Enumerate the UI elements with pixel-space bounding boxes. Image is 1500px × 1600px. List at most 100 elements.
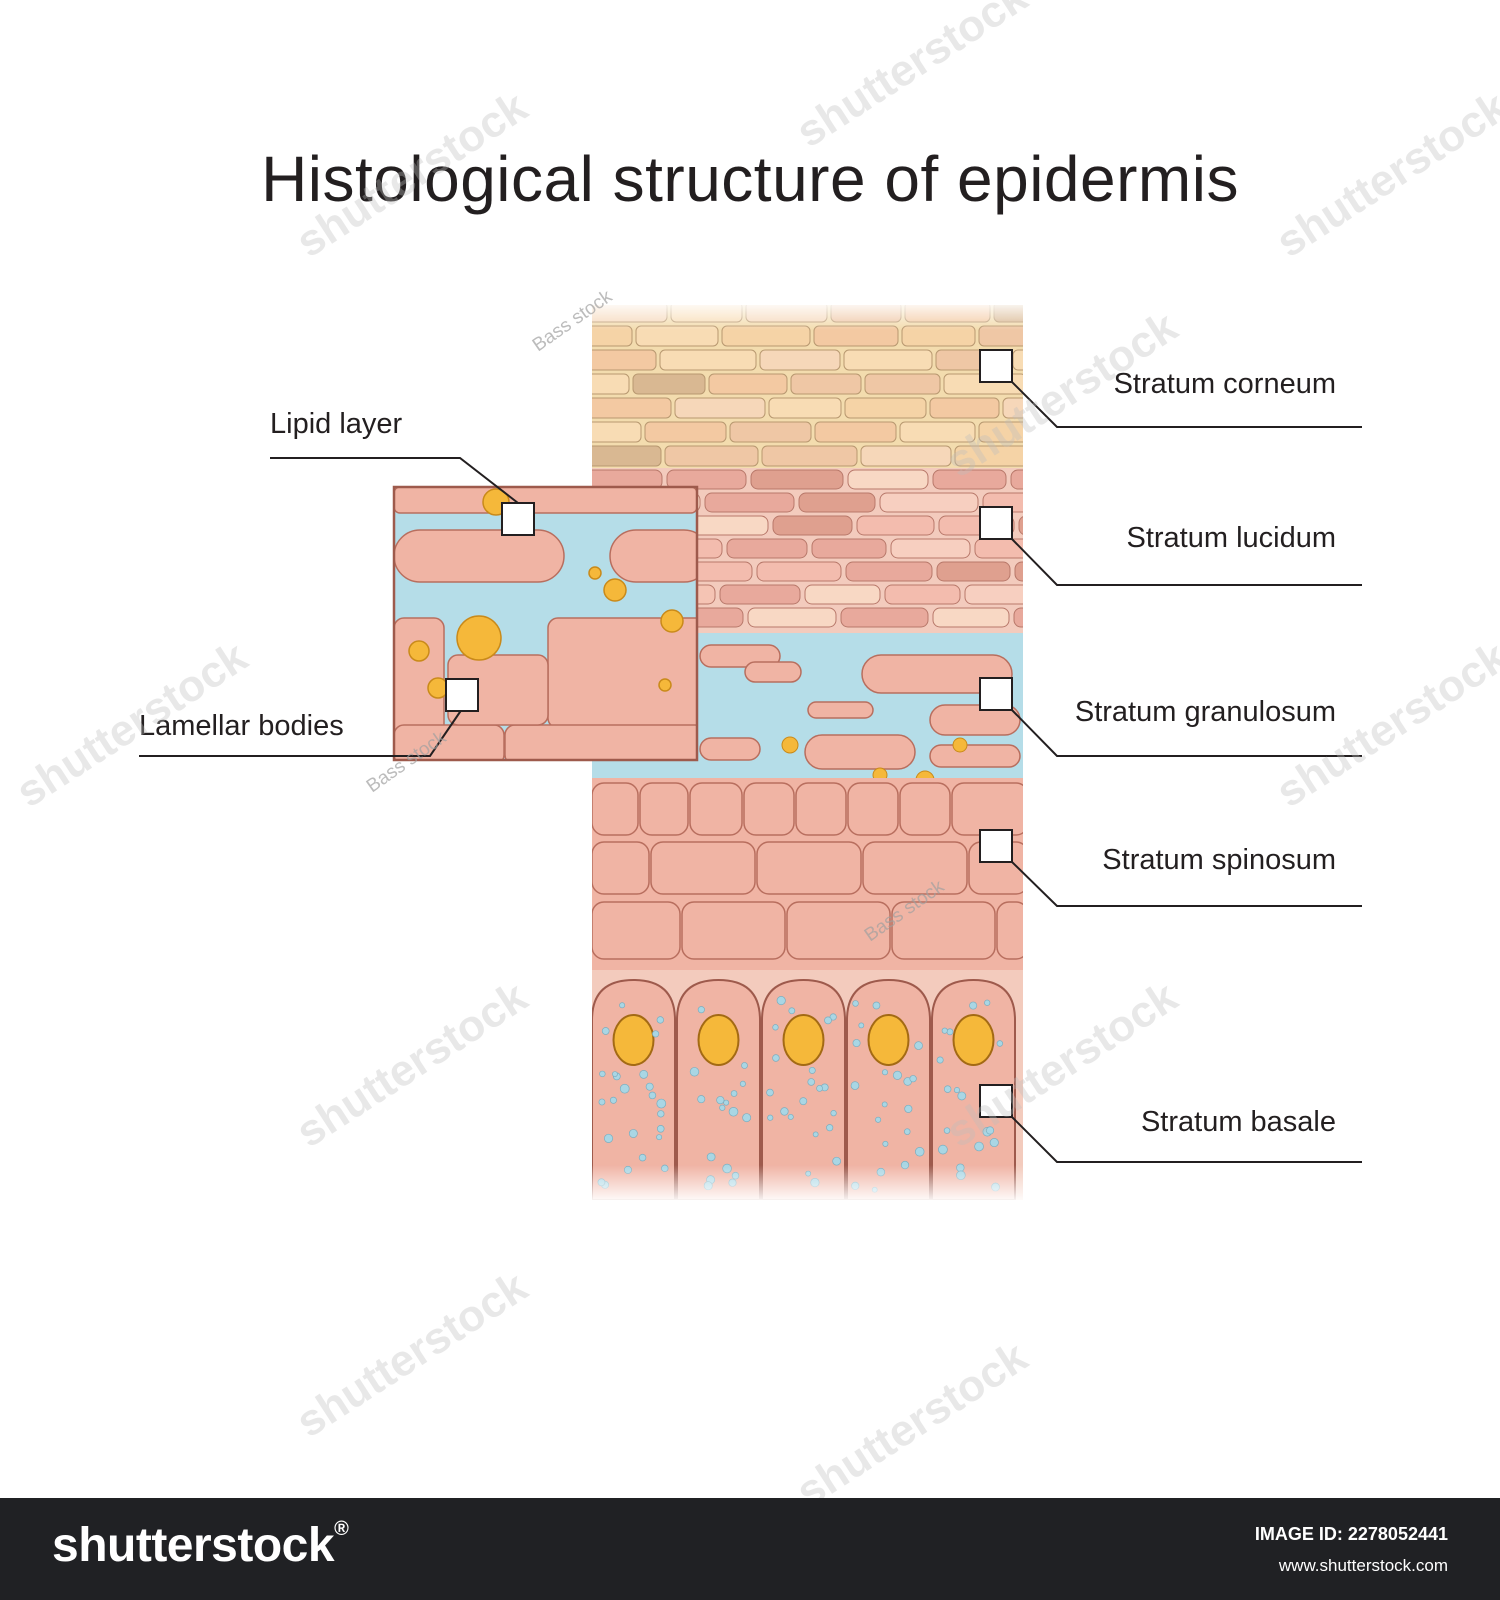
leader-line — [139, 708, 463, 757]
corneum-cell — [659, 349, 757, 371]
basale-granule — [612, 1071, 618, 1078]
lucidum-cell — [936, 561, 1011, 582]
label-stratum-corneum: Stratum corneum — [1113, 368, 1336, 400]
basale-granule — [697, 1095, 706, 1104]
label-marker-square — [501, 502, 535, 536]
corneum-cell — [592, 373, 630, 395]
basale-granule — [728, 1106, 739, 1117]
basale-granule — [799, 1097, 808, 1106]
basale-granule — [598, 1098, 606, 1106]
basale-granule — [875, 1116, 882, 1123]
lucidum-cell — [964, 584, 1023, 605]
lucidum-cell — [798, 492, 876, 513]
lamellar-granule — [952, 737, 968, 753]
basale-granule — [915, 1147, 925, 1157]
basale-granule — [730, 1090, 738, 1097]
label-marker-square — [979, 677, 1013, 711]
granulosum-cell — [807, 701, 874, 719]
basale-cells — [592, 978, 1016, 1200]
lucidum-cell — [811, 538, 887, 559]
spinosum-cell — [795, 782, 847, 836]
basale-granule — [938, 1144, 948, 1155]
spinosum-cell — [743, 782, 795, 836]
lucidum-cell — [884, 584, 961, 605]
basale-granule — [780, 1107, 789, 1116]
basale-granule — [943, 1127, 951, 1134]
basale-granule — [599, 1070, 606, 1078]
label-marker-square — [979, 829, 1013, 863]
corneum-cell — [790, 373, 862, 395]
basale-granule — [892, 1070, 902, 1080]
spinosum-cell — [756, 841, 862, 895]
basale-granule — [808, 1066, 816, 1074]
granulosum-cell — [804, 734, 916, 770]
corneum-cell — [814, 421, 897, 443]
spinosum-cell — [592, 841, 650, 895]
inset-cell — [394, 529, 565, 583]
granulosum-cell — [929, 744, 1021, 768]
lucidum-cell — [719, 584, 801, 605]
corneum-cell — [844, 397, 927, 419]
basale-granule — [716, 1096, 725, 1105]
basale-granule — [619, 1083, 630, 1094]
corneum-cell — [954, 445, 1023, 467]
inset-cell — [504, 724, 697, 760]
inset-lamellar-body — [660, 609, 684, 633]
spinosum-cell — [786, 901, 891, 960]
inset-lamellar-body — [603, 578, 627, 602]
basale-nucleus — [952, 1014, 995, 1066]
basale-granule — [652, 1030, 660, 1038]
spinosum-cell — [891, 901, 996, 960]
granulosum-cell — [744, 661, 802, 683]
leader-line — [1009, 707, 1362, 757]
basale-granule — [787, 1113, 794, 1120]
footer-site: www.shutterstock.com — [1278, 1556, 1448, 1575]
corneum-cell — [1002, 397, 1023, 419]
basale-granule — [881, 1069, 889, 1076]
basale-granule — [639, 1070, 649, 1079]
label-marker-square — [979, 1084, 1013, 1118]
basale-granule — [953, 1087, 961, 1094]
spinosum-cell — [592, 782, 639, 836]
basale-nucleus — [697, 1014, 740, 1066]
basale-granule — [706, 1152, 716, 1162]
inset-frame — [392, 485, 699, 762]
spinosum-cells — [592, 782, 1023, 960]
corneum-cell — [592, 349, 657, 371]
basale-granule — [829, 1013, 837, 1021]
footer-brand: shutterstock® — [52, 1518, 349, 1572]
corneum-cell — [864, 373, 941, 395]
basale-granule — [850, 1081, 860, 1090]
label-marker-square — [445, 678, 479, 712]
basale-granule — [946, 1028, 954, 1036]
spinosum-cell — [847, 782, 899, 836]
lucidum-cell — [847, 469, 929, 490]
inset-lamellar-body — [658, 678, 672, 692]
basale-granule — [936, 1056, 944, 1064]
basale-granule — [766, 1088, 774, 1097]
lucidum-cell — [704, 492, 795, 513]
corneum-cell — [978, 421, 1023, 443]
lamellar-granule — [781, 736, 799, 754]
basale-cell — [761, 978, 846, 1200]
corneum-cell — [644, 421, 727, 443]
corneum-cell — [860, 445, 952, 467]
spinosum-cell — [996, 901, 1023, 960]
basale-granule — [656, 1016, 664, 1024]
basale-cell — [676, 978, 761, 1200]
basale-granule — [872, 1001, 881, 1010]
basale-granule — [656, 1098, 667, 1109]
basale-granule — [648, 1091, 657, 1100]
leader-line — [1009, 1114, 1362, 1163]
lucidum-cell — [756, 561, 842, 582]
spinosum-cell — [951, 782, 1023, 836]
corneum-cell — [843, 349, 933, 371]
label-stratum-lucidum: Stratum lucidum — [1126, 522, 1336, 554]
lucidum-cell — [666, 469, 747, 490]
basale-granule — [881, 1101, 888, 1108]
label-stratum-granulosum: Stratum granulosum — [1074, 696, 1336, 728]
lucidum-cell — [804, 584, 881, 605]
basale-granule — [996, 1040, 1004, 1047]
corneum-cell — [729, 421, 812, 443]
